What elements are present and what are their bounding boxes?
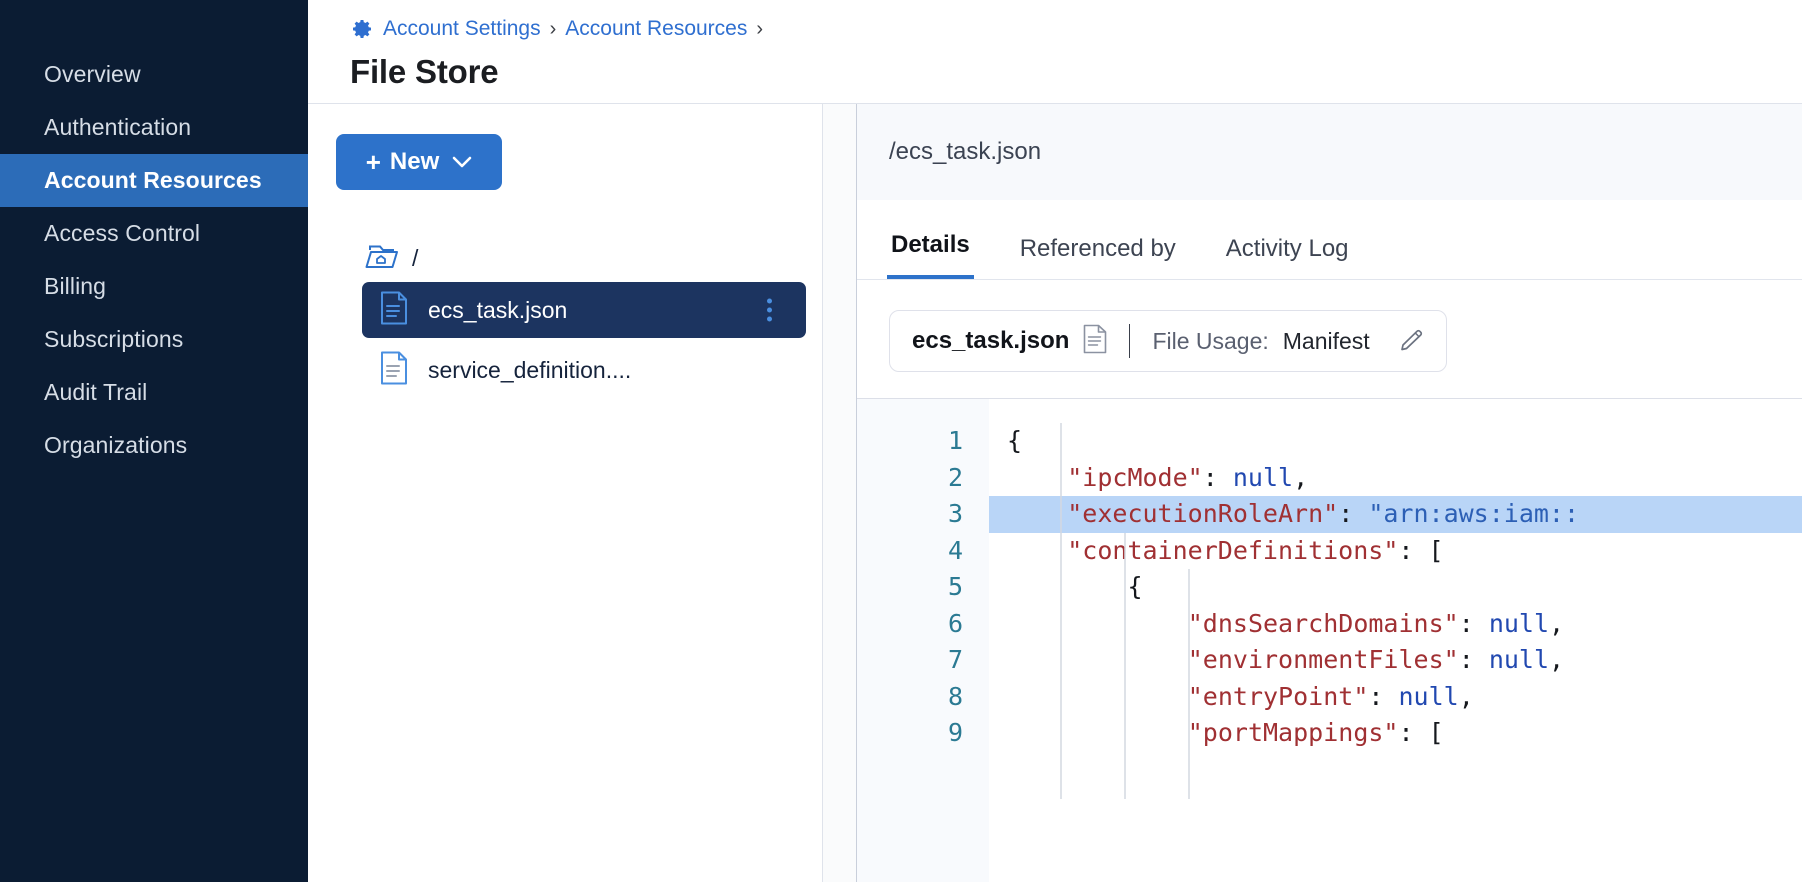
tree-root-folder[interactable]: /: [308, 238, 822, 278]
tab-label: Details: [891, 231, 970, 258]
tree-file-ecs-task[interactable]: ecs_task.json: [362, 282, 806, 338]
sidebar-item-label: Subscriptions: [44, 326, 184, 352]
code-line: "entryPoint": null,: [1187, 681, 1474, 711]
code-line: {: [1127, 572, 1143, 601]
breadcrumb-separator: ›: [549, 17, 557, 40]
sidebar-item-label: Overview: [44, 61, 141, 87]
code-line: "containerDefinitions": [: [1067, 535, 1444, 565]
breadcrumb: Account Settings › Account Resources ›: [350, 12, 1802, 46]
chevron-down-icon: [452, 148, 472, 176]
code-line: "ipcMode": null,: [1067, 462, 1309, 492]
sidebar-item-access-control[interactable]: Access Control: [0, 207, 308, 260]
sidebar: Overview Authentication Account Resource…: [0, 0, 308, 882]
new-button[interactable]: + New: [336, 134, 502, 190]
usage-file-name: ecs_task.json: [912, 327, 1070, 354]
tab-label: Referenced by: [1019, 235, 1176, 262]
tab-label: Activity Log: [1225, 235, 1349, 262]
file-usage-card: ecs_task.json File Usage: Manifest: [889, 310, 1447, 372]
folder-home-icon: [364, 241, 400, 276]
file-detail-pane: /ecs_task.json Details Referenced by Act…: [857, 104, 1802, 882]
sidebar-item-audit-trail[interactable]: Audit Trail: [0, 366, 308, 419]
tree-file-name: ecs_task.json: [428, 296, 568, 323]
line-number: 3: [947, 499, 963, 528]
code-editor[interactable]: 1 2 3 4 5 6 7 8 9: [857, 398, 1802, 882]
code-line: {: [1007, 426, 1023, 455]
line-number: 6: [947, 608, 963, 638]
file-options-kebab-icon[interactable]: [767, 298, 772, 322]
breadcrumb-link-account-resources[interactable]: Account Resources: [565, 17, 748, 40]
sidebar-item-subscriptions[interactable]: Subscriptions: [0, 313, 308, 366]
code-line: "portMappings": [: [1187, 718, 1444, 747]
pane-splitter[interactable]: [823, 104, 857, 882]
usage-divider: [1129, 324, 1131, 358]
line-number: 4: [947, 535, 963, 565]
line-number: 8: [947, 681, 963, 711]
plus-icon: +: [365, 147, 381, 177]
line-number: 1: [947, 426, 963, 455]
file-tree: / ecs_task.json: [308, 238, 822, 398]
breadcrumb-separator-trailing: ›: [756, 17, 764, 40]
gear-icon: [350, 17, 374, 41]
usage-label: File Usage:: [1152, 327, 1269, 354]
page-title: File Store: [350, 53, 499, 90]
tree-file-service-definition[interactable]: service_definition....: [362, 342, 806, 398]
tab-referenced-by[interactable]: Referenced by: [1016, 235, 1180, 279]
sidebar-item-authentication[interactable]: Authentication: [0, 101, 308, 154]
code-line: "environmentFiles": null,: [1187, 645, 1565, 674]
tab-activity-log[interactable]: Activity Log: [1222, 235, 1353, 279]
code-content[interactable]: { "ipcMode": null, "executionRoleArn": "…: [989, 399, 1802, 882]
document-icon: [1083, 324, 1107, 359]
pencil-icon[interactable]: [1396, 326, 1426, 356]
file-json-icon: [380, 291, 408, 330]
panes: + New: [308, 104, 1802, 882]
code-line: "dnsSearchDomains": null,: [1187, 608, 1565, 638]
sidebar-item-label: Access Control: [44, 220, 201, 246]
sidebar-item-billing[interactable]: Billing: [0, 260, 308, 313]
new-button-label: New: [389, 148, 440, 175]
sidebar-item-organizations[interactable]: Organizations: [0, 419, 308, 472]
detail-tabs: Details Referenced by Activity Log: [857, 200, 1802, 280]
line-number: 7: [947, 645, 963, 674]
sidebar-item-account-resources[interactable]: Account Resources: [0, 154, 308, 207]
main-content: Account Settings › Account Resources › F…: [308, 0, 1802, 882]
file-usage-section: ecs_task.json File Usage: Manifest: [857, 280, 1802, 398]
page-header: Account Settings › Account Resources › F…: [308, 0, 1802, 104]
file-json-icon: [380, 351, 408, 390]
sidebar-item-label: Billing: [44, 273, 107, 299]
file-path-bar: /ecs_task.json: [857, 104, 1802, 200]
sidebar-item-overview[interactable]: Overview: [0, 48, 308, 101]
tree-file-name: service_definition....: [428, 356, 632, 383]
line-number-gutter: 1 2 3 4 5 6 7 8 9: [857, 399, 989, 882]
line-number: 9: [947, 718, 963, 747]
file-tree-pane: + New: [308, 104, 823, 882]
sidebar-item-label: Audit Trail: [44, 379, 148, 405]
sidebar-item-label: Authentication: [44, 114, 192, 140]
line-number: 2: [947, 462, 963, 492]
sidebar-item-label: Organizations: [44, 432, 188, 458]
usage-value: Manifest: [1282, 327, 1370, 354]
tree-root-label: /: [412, 244, 419, 271]
line-number: 5: [947, 572, 963, 601]
file-path-text: /ecs_task.json: [889, 138, 1042, 165]
sidebar-item-label: Account Resources: [44, 167, 262, 193]
tab-details[interactable]: Details: [887, 231, 974, 279]
code-line-highlighted: "executionRoleArn": "arn:aws:iam::: [989, 496, 1802, 533]
breadcrumb-link-account-settings[interactable]: Account Settings: [383, 17, 541, 40]
